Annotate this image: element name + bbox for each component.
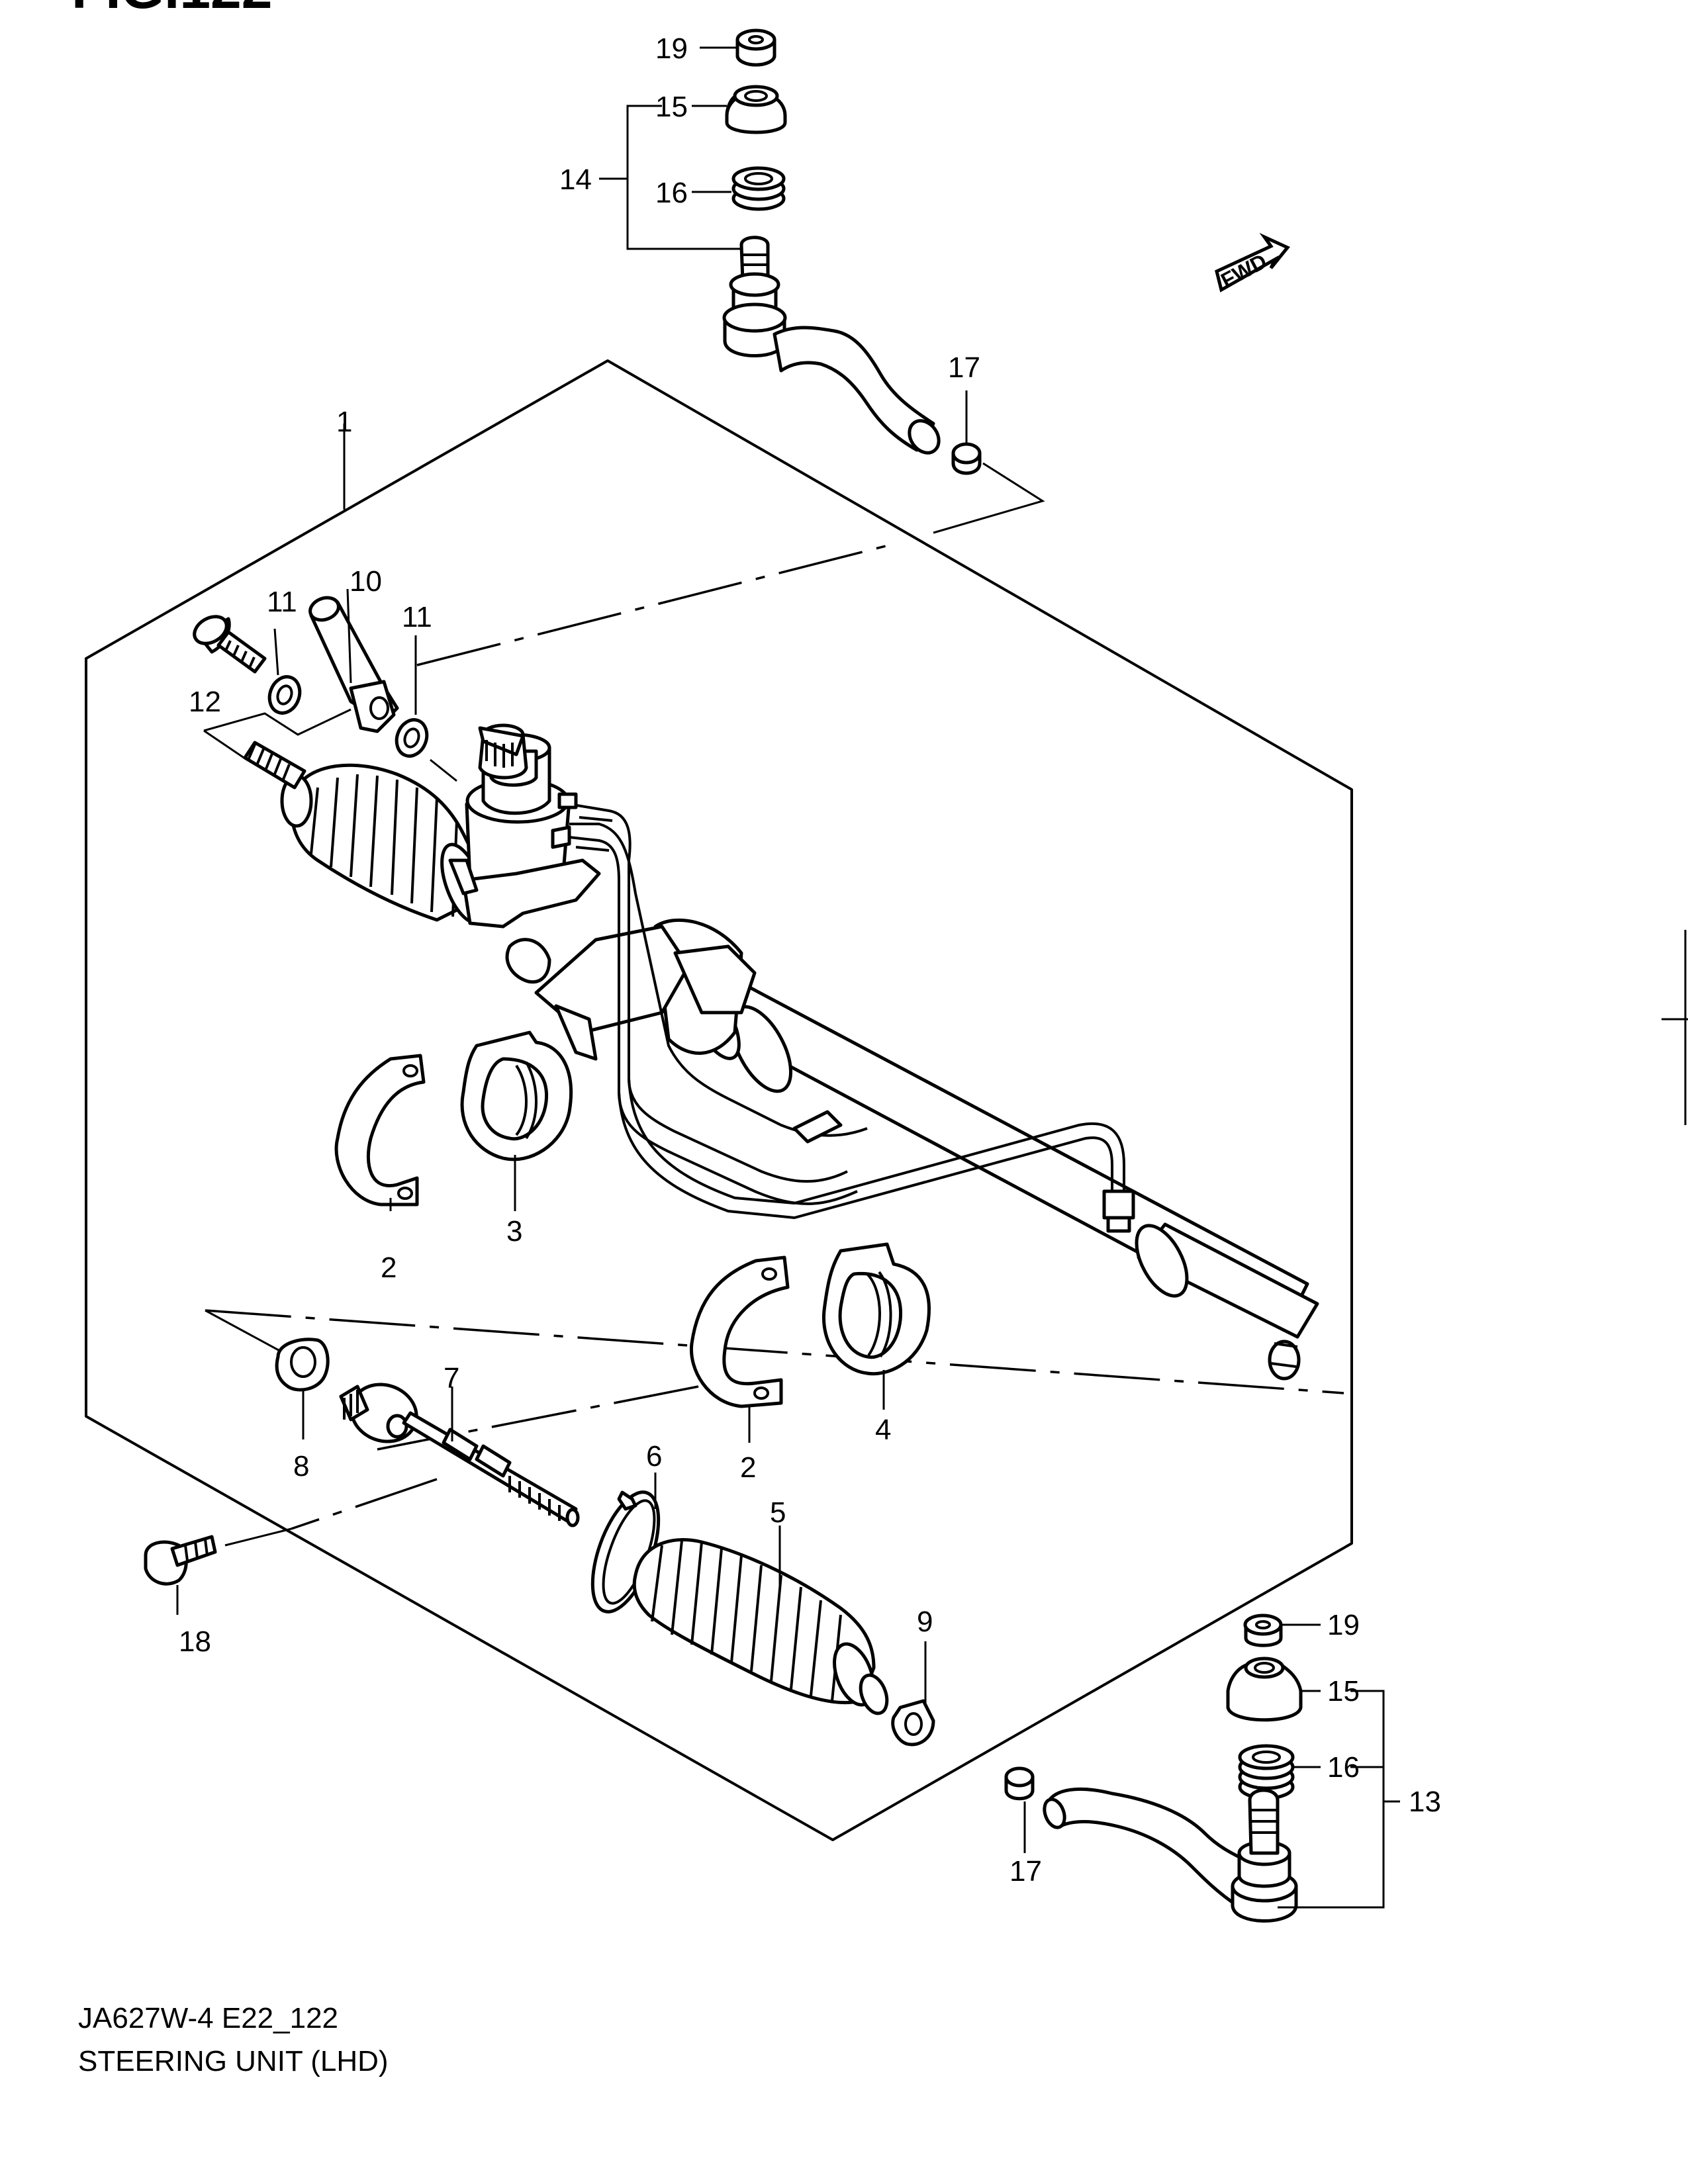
- callout-8: 8: [293, 1450, 309, 1482]
- rack-bushing-4: [821, 1242, 931, 1410]
- diagram-title: STEERING UNIT (LHD): [78, 2045, 389, 2077]
- rack-clamp-2-lower: [689, 1255, 790, 1443]
- assembly-outline: [85, 359, 1353, 1841]
- callout-17-bottom: 17: [1009, 1855, 1042, 1888]
- callout-19-top: 19: [655, 32, 688, 65]
- tie-rod-end-body-bottom: [1043, 1788, 1298, 1923]
- nut-19-bottom: [1243, 1614, 1283, 1647]
- rack-clamp-2-upper: [334, 1054, 426, 1206]
- callout-1: 1: [336, 406, 352, 438]
- callout-11-right: 11: [402, 601, 432, 633]
- nut-17-bottom: [1004, 1766, 1035, 1853]
- dust-boot-15-top: [725, 85, 787, 134]
- washer-11-right: [395, 718, 429, 758]
- callout-16-top: 16: [655, 177, 688, 209]
- pipe-fitting-group: [193, 596, 429, 758]
- diagram-code: JA627W-4 E22_122: [78, 2002, 339, 2034]
- callout-18: 18: [179, 1625, 211, 1658]
- union-bolt-10: [308, 596, 399, 733]
- bolt-12: [193, 615, 267, 674]
- tie-rod-7: [339, 1383, 580, 1527]
- callout-15-top: 15: [655, 91, 688, 123]
- callout-5: 5: [770, 1496, 786, 1529]
- tie-rod-end-bottom: [1004, 1614, 1303, 1923]
- callout-4: 4: [875, 1414, 891, 1446]
- callout-labels: 19 15 14 16 17 1 10 11 11 12 2 3 7 8 2 4…: [179, 32, 1441, 1888]
- fwd-arrow-icon: FWD: [1215, 232, 1290, 293]
- nut-8: [275, 1338, 330, 1439]
- callout-17-top: 17: [948, 351, 980, 384]
- callout-2-lower: 2: [740, 1451, 756, 1484]
- clip-9: [891, 1641, 935, 1747]
- tie-rod-end-top: [722, 28, 982, 475]
- rack-bushing-3: [460, 1030, 573, 1161]
- leader-lines-brackets: [389, 1155, 516, 1211]
- callout-2-upper: 2: [381, 1251, 397, 1284]
- washer-11-left: [267, 675, 302, 715]
- bolt-18: [144, 1535, 217, 1615]
- fwd-label: FWD: [1217, 249, 1270, 293]
- callout-6: 6: [646, 1440, 662, 1473]
- clip-16-top: [731, 166, 786, 211]
- steering-gear-assembly: [243, 723, 1319, 1381]
- callout-7: 7: [444, 1362, 459, 1394]
- callout-16-bottom: 16: [1327, 1751, 1360, 1784]
- dust-boot-15-bottom: [1226, 1657, 1303, 1722]
- callout-3: 3: [506, 1215, 522, 1248]
- callout-10: 10: [350, 565, 382, 598]
- figure-title: FIG.122: [71, 0, 272, 20]
- leader-lines-top: [599, 46, 1045, 534]
- callout-14: 14: [559, 163, 592, 196]
- callout-13: 13: [1409, 1786, 1441, 1818]
- callout-11-left: 11: [267, 586, 297, 618]
- nut-17-top: [951, 442, 982, 475]
- callout-15-bottom: 15: [1327, 1675, 1360, 1707]
- leader-lines-bottom-right: [1278, 1623, 1400, 1909]
- callout-9: 9: [917, 1606, 933, 1638]
- callout-12: 12: [189, 686, 221, 718]
- tie-rod-end-body-top: [722, 236, 941, 455]
- callout-19-bottom: 19: [1327, 1609, 1360, 1641]
- steering-boot-5: [632, 1525, 889, 1715]
- leader-lines-upper: [203, 424, 894, 782]
- nut-19-top: [735, 28, 776, 67]
